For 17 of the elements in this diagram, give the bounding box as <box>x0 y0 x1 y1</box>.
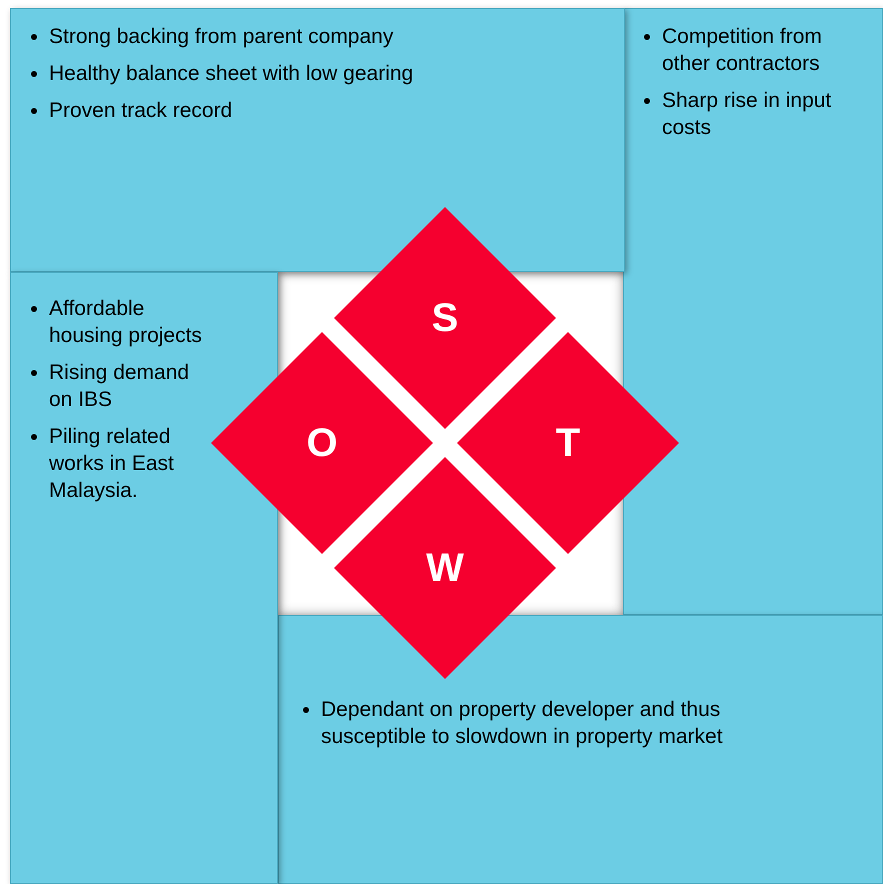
bullet-text: Rising demand on IBS <box>49 360 190 413</box>
diamond-letter: S <box>432 298 458 338</box>
swot-panel <box>10 272 278 884</box>
swot-panel <box>10 8 625 272</box>
diamond-letter: O <box>306 423 338 463</box>
bullet-text: Sharp rise in input costs <box>662 88 832 141</box>
diamond-letter: T <box>556 423 580 463</box>
bullet-text: Piling related works in East Malaysia. <box>49 424 175 504</box>
swot-panel <box>623 8 883 615</box>
swot-panel <box>278 615 883 884</box>
bullet-text: Dependant on property developer and thus susceptible to slowdown in property market <box>321 697 724 750</box>
bullet-text: Proven track record <box>49 98 232 124</box>
bullet-text: Affordable housing projects <box>49 296 203 349</box>
bullet-text: Healthy balance sheet with low gearing <box>49 61 414 87</box>
diamond-letter: W <box>426 548 464 588</box>
bullet-text: Strong backing from parent company <box>49 24 394 50</box>
bullet-text: Competition from other contractors <box>662 24 823 77</box>
